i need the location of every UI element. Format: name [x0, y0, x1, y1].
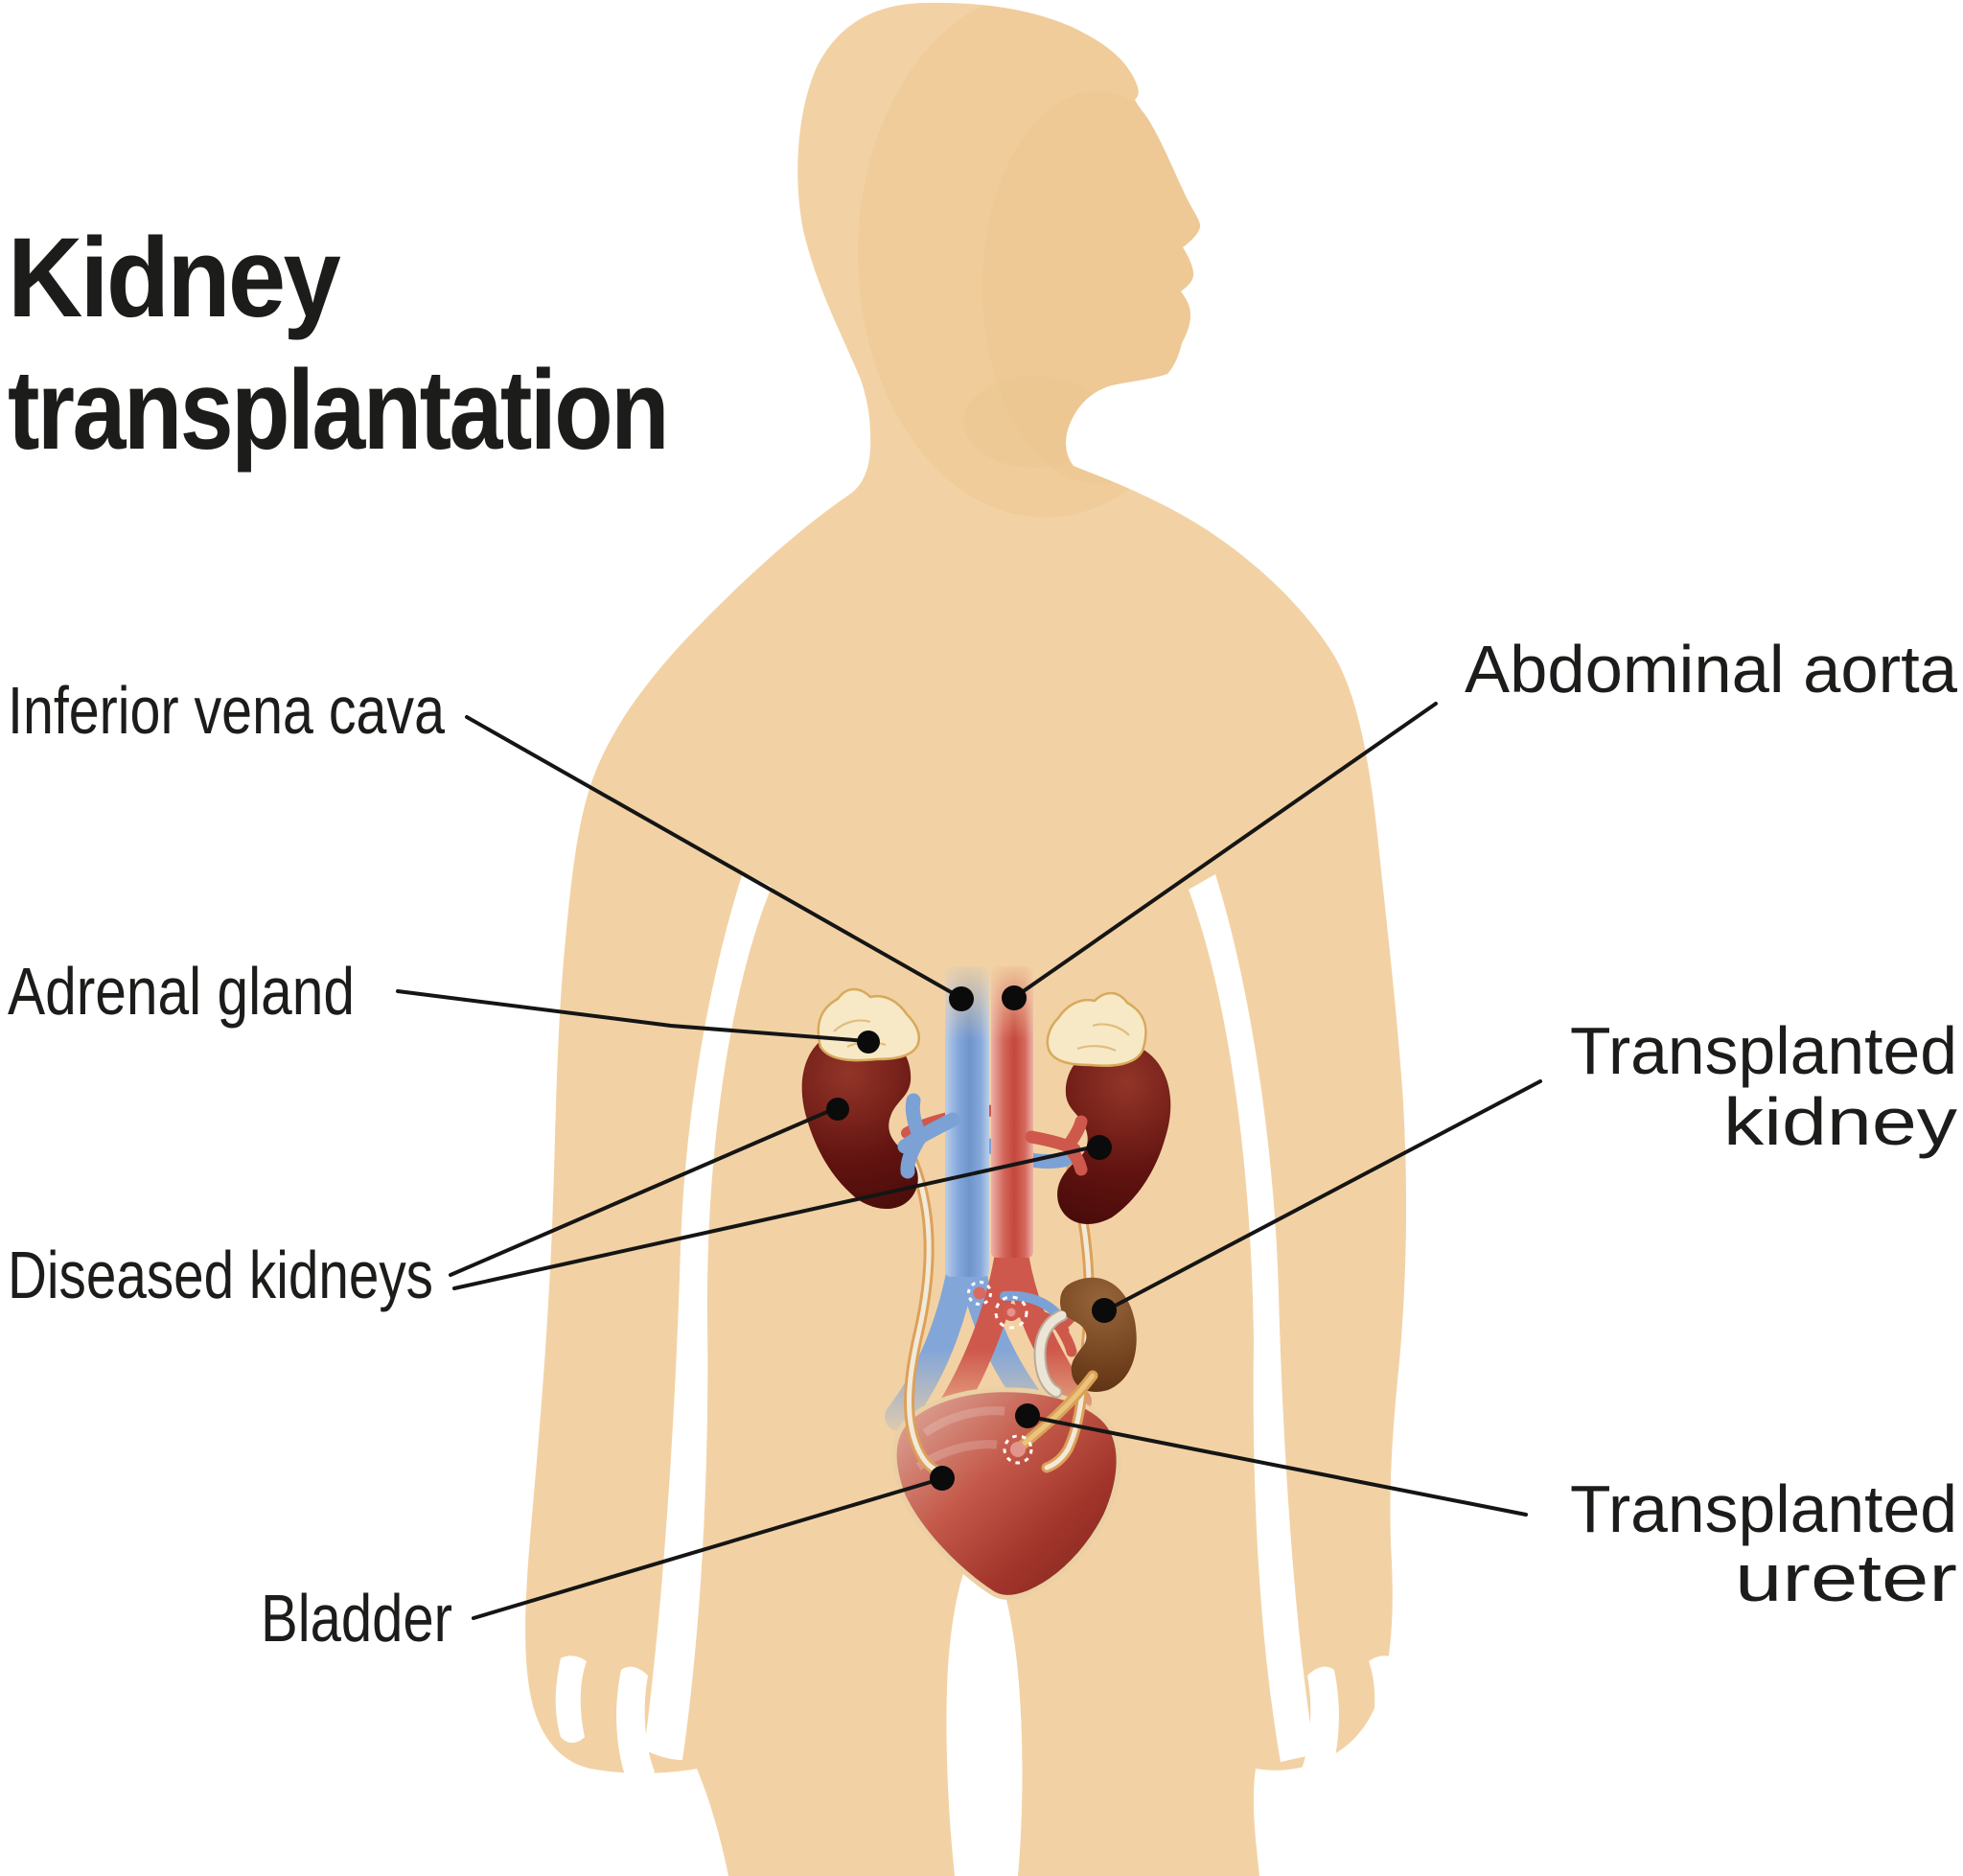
dot-adrenal-gland [857, 1031, 880, 1054]
right-adrenal-gland [1046, 991, 1147, 1068]
left-hand-finger-gap [555, 1656, 587, 1743]
body-silhouette [525, 2, 1407, 1876]
left-arm-torso-gap [644, 872, 772, 1760]
leader-diseased-kidney-left [449, 1106, 838, 1277]
label-transplanted-kidney-line2: kidney [1723, 1084, 1957, 1159]
right-renal-artery [1025, 1115, 1088, 1176]
diagram-title-line1: Kidney [8, 215, 340, 341]
face-shading [858, 2, 1232, 518]
label-adrenal-gland: Adrenal gland [8, 954, 355, 1029]
left-ureter [904, 1154, 945, 1477]
label-abdominal-aorta: Abdominal aorta [1465, 632, 1957, 706]
leader-transplanted-ureter [1028, 1415, 1528, 1517]
label-inferior-vena-cava: Inferior vena cava [8, 673, 445, 748]
dot-transplanted-ureter [1015, 1403, 1040, 1428]
right-hand-finger-gap [1369, 1656, 1400, 1743]
right-diseased-kidney [1057, 1040, 1171, 1224]
dot-abdominal-aorta [1002, 985, 1027, 1010]
right-hand-curl-gap [1301, 1666, 1339, 1780]
right-arm-torso-gap [1189, 874, 1315, 1762]
label-transplanted-ureter-line1: Transplanted [1570, 1471, 1957, 1546]
dot-diseased-kidney-left [826, 1098, 849, 1121]
dot-inferior-vena-cava [949, 986, 974, 1011]
leader-bladder [472, 1477, 942, 1620]
vein-anastomosis-site [967, 1281, 992, 1306]
dot-bladder [930, 1466, 955, 1491]
leader-abdominal-aorta [1013, 702, 1438, 999]
label-bladder: Bladder [261, 1581, 452, 1656]
transplanted-ureter-tube-inner [1019, 1373, 1096, 1448]
left-renal-vein [897, 1093, 960, 1179]
diagram-title-line2: transplantation [8, 347, 667, 474]
left-hand-curl-gap [616, 1666, 655, 1780]
left-adrenal-gland [817, 987, 921, 1062]
label-transplanted-ureter-line2: ureter [1735, 1540, 1957, 1615]
leader-inferior-vena-cava [465, 715, 961, 999]
label-transplanted-kidney-line1: Transplanted [1570, 1013, 1957, 1088]
left-diseased-kidney [801, 1027, 918, 1210]
leader-transplanted-kidney [1104, 1079, 1542, 1312]
dot-diseased-kidney-right [1087, 1135, 1112, 1160]
inferior-vena-cava-vessel [945, 966, 989, 1277]
label-diseased-kidneys: Diseased kidneys [8, 1238, 433, 1312]
artery-anastomosis-site [994, 1295, 1028, 1330]
dot-transplanted-kidney [1092, 1298, 1117, 1323]
leader-diseased-kidney-right [452, 1145, 1097, 1290]
bladder-organ [891, 1387, 1121, 1600]
ureter-anastomosis-site [1003, 1434, 1033, 1465]
crotch-gap [946, 1545, 1023, 1876]
transplant-hilum-vessel [1035, 1310, 1067, 1397]
leader-adrenal-gland [396, 989, 868, 1043]
